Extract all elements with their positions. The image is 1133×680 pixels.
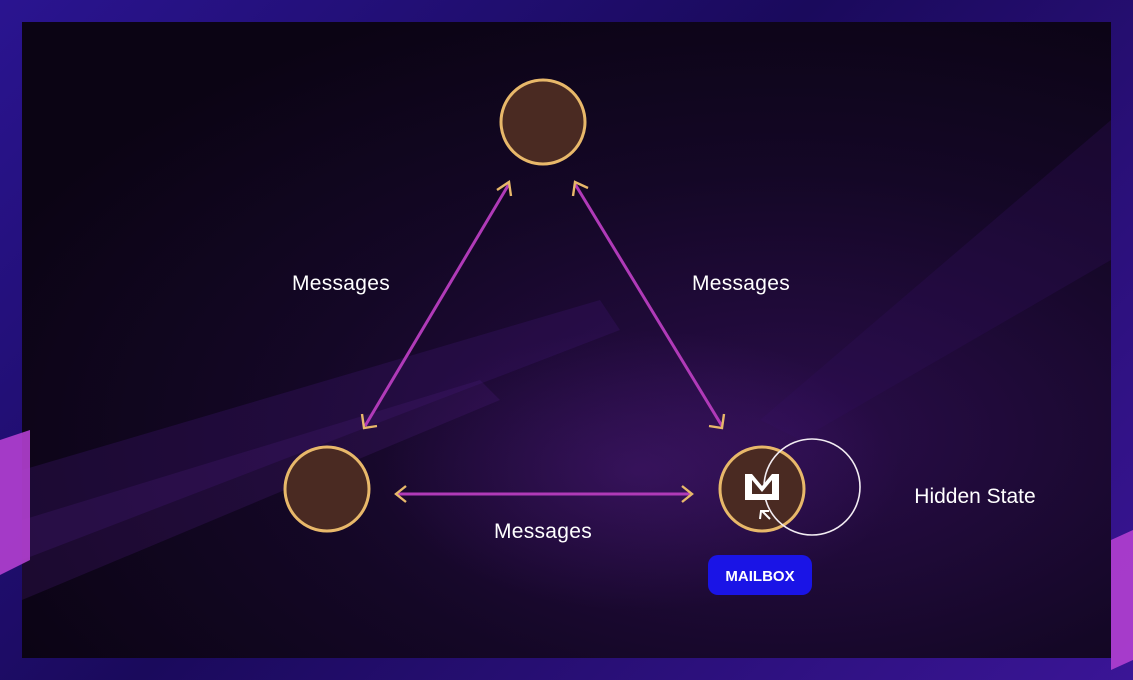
arrowhead-bottom-left (394, 485, 407, 503)
mailbox-badge: MAILBOX (708, 555, 812, 595)
arrow-top-left (360, 179, 513, 430)
edge-label-bottom: Messages (494, 520, 592, 543)
actor-node-left (283, 445, 371, 533)
arrowhead-right (708, 413, 726, 430)
background-streaks (0, 120, 1133, 670)
arrowhead-top-right (571, 180, 589, 197)
edge-label-left: Messages (292, 272, 390, 295)
arrowhead-bottom-right (681, 485, 694, 503)
mailbox-tray-icon (745, 474, 779, 500)
mailbox-badge-label: MAILBOX (725, 568, 794, 585)
loop-arrow-icon (759, 510, 771, 520)
arrowhead-left (360, 413, 378, 430)
arrow-top-right (571, 180, 726, 430)
edge-label-right: Messages (692, 272, 790, 295)
arrow-bottom (394, 485, 694, 503)
arrowhead-top (496, 179, 513, 197)
actor-node-top (499, 78, 587, 166)
hidden-state-label: Hidden State (914, 485, 1035, 508)
